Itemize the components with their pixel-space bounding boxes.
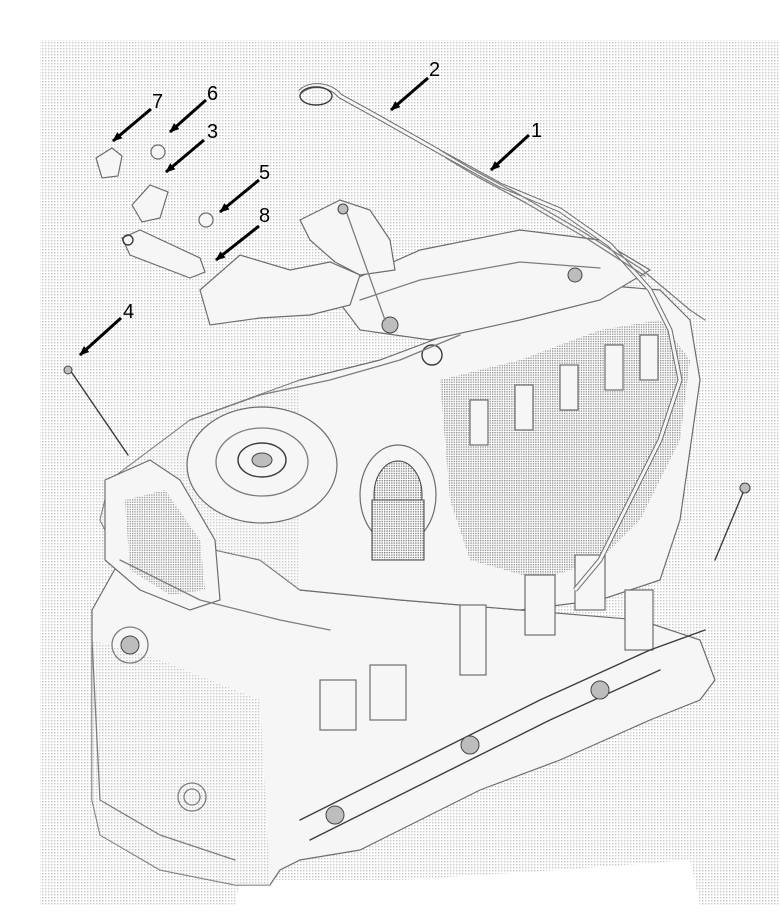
callout-1: 1 [531,120,542,142]
leader-4 [78,316,123,357]
leader-3 [165,138,205,174]
crankcase-details [299,554,706,841]
callout-2: 2 [429,59,440,81]
leader-2 [390,76,429,112]
loose-bolts [63,203,751,561]
dipstick-assembly [298,83,706,592]
callout-7: 7 [152,91,163,113]
bracket-plate [199,199,396,326]
callout-6: 6 [207,83,218,105]
injector-group [469,334,659,446]
mounting-bracket [95,144,214,279]
callout-4: 4 [123,301,134,323]
callout-5: 5 [259,162,270,184]
leader-7 [112,107,152,143]
leader-6 [169,98,207,134]
callout-leaders [78,76,531,357]
engine-block [91,229,716,886]
callout-3: 3 [207,121,218,143]
leader-5 [219,178,260,214]
callout-labels: 1 2 3 4 5 6 7 8 [123,59,542,323]
callout-8: 8 [259,205,270,227]
leader-8 [215,224,260,262]
leader-1 [489,133,531,172]
